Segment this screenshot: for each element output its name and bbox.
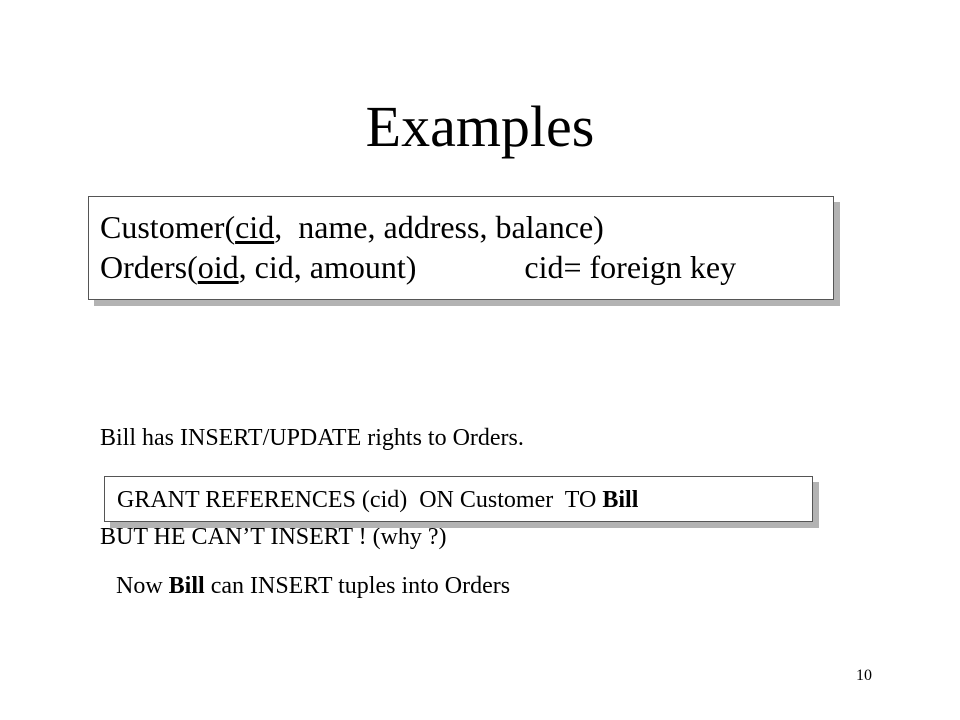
orders-key-attribute: oid [197, 249, 239, 285]
schema-box: Customer(cid, name, address, balance) Or… [88, 196, 834, 300]
customer-relation: Customer( [100, 209, 236, 245]
orders-attributes: , cid, amount) [238, 249, 417, 285]
result-note-prefix: Now [116, 573, 169, 599]
grant-user: Bill [602, 487, 639, 513]
slide-title: Examples [365, 94, 595, 159]
page-number: 10 [856, 667, 872, 684]
customer-attributes: , name, address, balance) [274, 209, 604, 245]
customer-schema-line: Customer(cid, name, address, balance) [100, 207, 833, 247]
rights-note: Bill has INSERT/UPDATE rights to Orders.… [100, 356, 524, 620]
grant-statement: GRANT REFERENCES (cid) ON Customer TO [117, 487, 603, 513]
orders-schema-line: Orders(oid, cid, amount) cid= foreign key [100, 247, 833, 287]
rights-note-line-2: BUT HE CAN’T INSERT ! (why ?) [100, 524, 447, 550]
rights-note-line-1: Bill has INSERT/UPDATE rights to Orders. [100, 425, 524, 451]
foreign-key-note: cid= foreign key [524, 249, 737, 285]
orders-relation: Orders( [100, 249, 198, 285]
result-note: Now Bill can INSERT tuples into Orders [116, 570, 510, 603]
grant-statement-box: GRANT REFERENCES (cid) ON Customer TO Bi… [104, 476, 813, 522]
result-note-user: Bill [168, 573, 205, 599]
customer-key-attribute: cid [235, 209, 275, 245]
result-note-suffix: can INSERT tuples into Orders [204, 573, 511, 599]
